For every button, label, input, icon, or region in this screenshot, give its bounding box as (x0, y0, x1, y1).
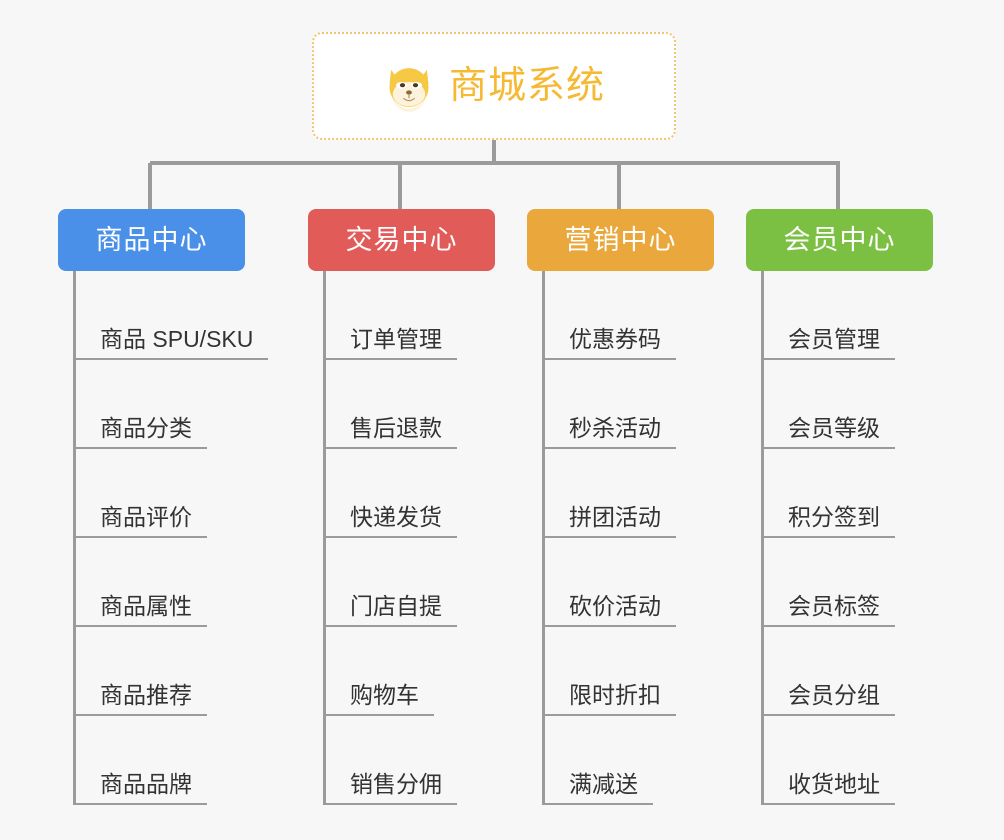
list-item[interactable]: 售后退款 (308, 360, 495, 449)
leaf-label: 会员标签 (788, 593, 880, 619)
branch-header-2[interactable]: 营销中心 (527, 209, 714, 271)
leaf-underline (761, 536, 895, 538)
leaf-label: 订单管理 (350, 326, 442, 352)
leaf-underline (323, 714, 434, 716)
shiba-dog-icon (389, 68, 429, 112)
leaf-spine (73, 271, 76, 805)
leaf-list-3: 会员管理 会员等级 积分签到 会员标签 会员分组 收货地址 (746, 271, 933, 805)
leaf-spine (542, 271, 545, 805)
branch-column-0: 商品中心 商品 SPU/SKU 商品分类 商品评价 商品属性 商品推荐 (58, 209, 268, 805)
leaf-label: 商品品牌 (100, 771, 192, 797)
branch-label: 营销中心 (564, 224, 677, 255)
branch-label: 会员中心 (783, 224, 896, 255)
leaf-label: 收货地址 (788, 771, 880, 797)
leaf-label: 销售分佣 (350, 771, 442, 797)
list-item[interactable]: 购物车 (308, 627, 495, 716)
list-item[interactable]: 门店自提 (308, 538, 495, 627)
list-item[interactable]: 满减送 (527, 716, 714, 805)
list-item[interactable]: 优惠券码 (527, 271, 714, 360)
leaf-underline (542, 536, 676, 538)
leaf-underline (761, 358, 895, 360)
leaf-label: 满减送 (569, 771, 638, 797)
list-item[interactable]: 会员标签 (746, 538, 933, 627)
leaf-underline (542, 803, 653, 805)
leaf-underline (323, 803, 457, 805)
list-item[interactable]: 收货地址 (746, 716, 933, 805)
leaf-spine (761, 271, 764, 805)
leaf-label: 快递发货 (350, 504, 442, 530)
leaf-underline (73, 358, 268, 360)
leaf-label: 限时折扣 (569, 682, 661, 708)
leaf-underline (73, 536, 207, 538)
root-title: 商城系统 (448, 65, 605, 107)
list-item[interactable]: 商品 SPU/SKU (58, 271, 268, 360)
list-item[interactable]: 拼团活动 (527, 449, 714, 538)
leaf-label: 砍价活动 (569, 593, 661, 619)
branch-column-2: 营销中心 优惠券码 秒杀活动 拼团活动 砍价活动 限时折扣 (527, 209, 714, 805)
list-item[interactable]: 积分签到 (746, 449, 933, 538)
leaf-label: 商品 SPU/SKU (100, 326, 254, 352)
list-item[interactable]: 秒杀活动 (527, 360, 714, 449)
leaf-label: 拼团活动 (569, 504, 661, 530)
branch-column-3: 会员中心 会员管理 会员等级 积分签到 会员标签 会员分组 (746, 209, 933, 805)
list-item[interactable]: 商品属性 (58, 538, 253, 627)
leaf-underline (323, 536, 457, 538)
list-item[interactable]: 会员等级 (746, 360, 933, 449)
list-item[interactable]: 商品品牌 (58, 716, 253, 805)
leaf-label: 售后退款 (350, 415, 442, 441)
leaf-label: 购物车 (350, 682, 419, 708)
branch-header-3[interactable]: 会员中心 (746, 209, 933, 271)
leaf-underline (761, 625, 895, 627)
list-item[interactable]: 砍价活动 (527, 538, 714, 627)
leaf-list-1: 订单管理 售后退款 快递发货 门店自提 购物车 销售分佣 (308, 271, 495, 805)
list-item[interactable]: 销售分佣 (308, 716, 495, 805)
leaf-underline (323, 358, 457, 360)
branch-column-1: 交易中心 订单管理 售后退款 快递发货 门店自提 购物车 (308, 209, 495, 805)
list-item[interactable]: 订单管理 (308, 271, 495, 360)
branch-label: 交易中心 (345, 224, 458, 255)
list-item[interactable]: 限时折扣 (527, 627, 714, 716)
leaf-label: 积分签到 (788, 504, 880, 530)
branch-label: 商品中心 (95, 224, 208, 255)
leaf-label: 商品评价 (100, 504, 192, 530)
leaf-label: 商品分类 (100, 415, 192, 441)
leaf-label: 会员分组 (788, 682, 880, 708)
leaf-label: 商品属性 (100, 593, 192, 619)
root-node[interactable]: 商城系统 (312, 32, 676, 140)
leaf-list-2: 优惠券码 秒杀活动 拼团活动 砍价活动 限时折扣 满减送 (527, 271, 714, 805)
leaf-underline (73, 447, 207, 449)
branch-header-0[interactable]: 商品中心 (58, 209, 245, 271)
leaf-label: 会员管理 (788, 326, 880, 352)
list-item[interactable]: 商品推荐 (58, 627, 253, 716)
list-item[interactable]: 商品评价 (58, 449, 253, 538)
leaf-underline (542, 447, 676, 449)
list-item[interactable]: 会员分组 (746, 627, 933, 716)
leaf-list-0: 商品 SPU/SKU 商品分类 商品评价 商品属性 商品推荐 商品品牌 (58, 271, 268, 805)
leaf-underline (761, 714, 895, 716)
leaf-underline (761, 803, 895, 805)
leaf-underline (542, 714, 676, 716)
branch-header-1[interactable]: 交易中心 (308, 209, 495, 271)
leaf-underline (542, 625, 676, 627)
leaf-underline (542, 358, 676, 360)
leaf-underline (73, 803, 207, 805)
leaf-underline (323, 447, 457, 449)
leaf-label: 秒杀活动 (569, 415, 661, 441)
leaf-underline (323, 625, 457, 627)
list-item[interactable]: 商品分类 (58, 360, 253, 449)
leaf-underline (761, 447, 895, 449)
leaf-label: 会员等级 (788, 415, 880, 441)
leaf-underline (73, 625, 207, 627)
leaf-label: 优惠券码 (569, 326, 661, 352)
leaf-spine (323, 271, 326, 805)
leaf-label: 门店自提 (350, 593, 442, 619)
list-item[interactable]: 快递发货 (308, 449, 495, 538)
leaf-underline (73, 714, 207, 716)
list-item[interactable]: 会员管理 (746, 271, 933, 360)
leaf-label: 商品推荐 (100, 682, 192, 708)
